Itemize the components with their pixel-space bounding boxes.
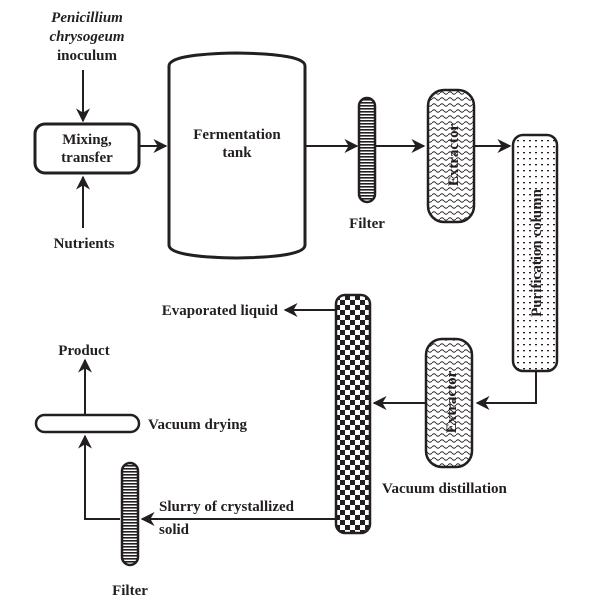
nutrients-label: Nutrients (54, 236, 115, 252)
fermentation-label-1: Fermentation (193, 127, 281, 143)
inoculum-label: Penicillium chrysogeum inoculum (50, 10, 125, 64)
vacuum-drying-unit (34, 413, 141, 434)
arrow-filter-2-to-drying (78, 434, 120, 520)
inoculum-line-3: inoculum (57, 48, 118, 64)
purification-label: Purification column (529, 188, 545, 317)
vacuum-distillation-label: Vacuum distillation (382, 481, 508, 497)
mixing-transfer-box (33, 122, 141, 175)
filter-2-label: Filter (112, 583, 148, 599)
filter-1 (357, 96, 377, 204)
slurry-label-1: Slurry of crystallized (159, 499, 295, 515)
fermentation-tank (167, 51, 307, 260)
vacuum-drying-label: Vacuum drying (148, 417, 248, 433)
mixing-label-2: transfer (61, 150, 113, 166)
slurry-label-2: solid (159, 522, 190, 538)
extractor-1 (426, 88, 476, 224)
extractor-1-label: Extractor (446, 123, 462, 186)
filter-2 (120, 461, 140, 567)
inoculum-line-1: Penicillium (51, 10, 123, 26)
inoculum-line-2: chrysogeum (50, 29, 125, 45)
vacuum-distillation-column (334, 293, 372, 535)
filter-1-label: Filter (349, 216, 385, 232)
mixing-label-1: Mixing, (62, 132, 112, 148)
product-label: Product (58, 343, 109, 359)
extractor-2-label: Extractor (444, 370, 460, 433)
fermentation-label-2: tank (222, 145, 252, 161)
evaporated-liquid-label: Evaporated liquid (162, 303, 279, 319)
arrow-purification-to-extractor-2 (475, 371, 537, 410)
